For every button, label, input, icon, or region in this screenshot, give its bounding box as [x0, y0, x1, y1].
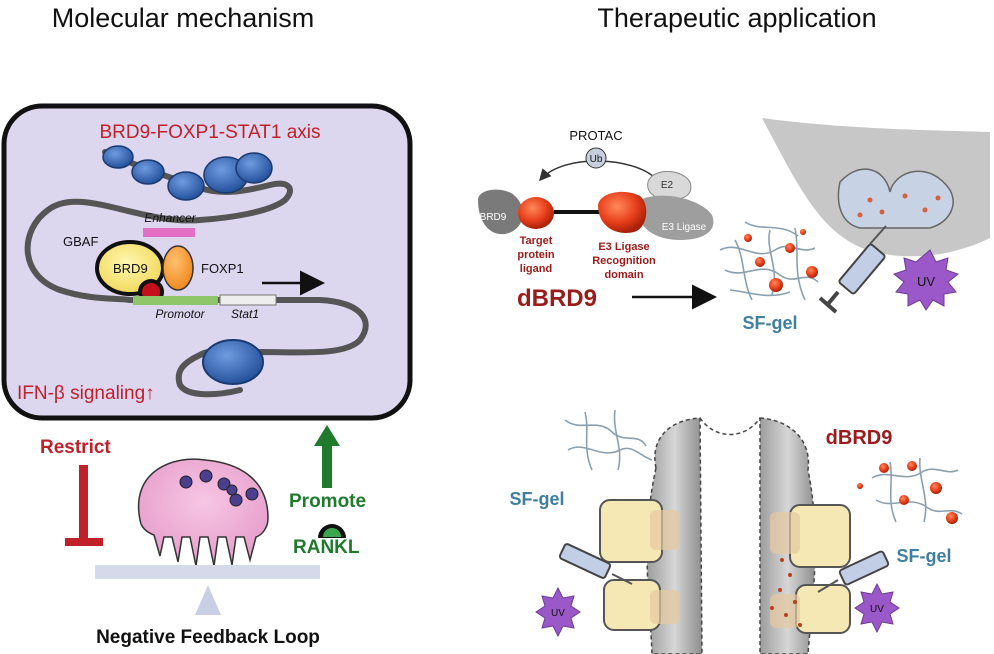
bone-segments-left	[599, 499, 680, 631]
uv-burst-bottom-right	[854, 582, 900, 634]
sf-gel-network-bottom-right	[871, 457, 963, 523]
target-ligand-ball	[518, 197, 554, 229]
e3-domain-line3: domain	[604, 269, 643, 281]
sf-gel-bottom-right-label: SF-gel	[896, 546, 951, 566]
brd9-small-label: BRD9	[480, 212, 507, 223]
osteoclast-cell	[137, 458, 269, 567]
syringe-icon-top	[818, 225, 887, 314]
enhancer-label: Enhancer	[144, 211, 196, 225]
joint-particles	[857, 193, 941, 218]
protac-label: PROTAC	[569, 128, 622, 143]
promote-label: Promote	[289, 491, 366, 512]
released-drug-particles	[770, 558, 802, 627]
target-ligand-line3: ligand	[520, 263, 552, 275]
left-heading: Molecular mechanism	[52, 3, 315, 33]
feedback-label: Negative Feedback Loop	[96, 627, 320, 648]
stat1-bar	[219, 294, 277, 306]
ifn-label: IFN-β signaling↑	[17, 383, 155, 404]
dbrd9-bottom-label: dBRD9	[826, 427, 893, 449]
promote-arrow-icon	[314, 425, 340, 488]
nucleosome-cluster	[102, 145, 273, 201]
sf-gel-bottom-left-label: SF-gel	[509, 489, 564, 509]
stat1-label: Stat1	[231, 307, 259, 321]
brd9-target-shape	[478, 189, 523, 235]
syringe-icon-bottom-right	[817, 550, 890, 593]
enhancer-bar	[143, 228, 195, 237]
uv-burst-bottom-left	[535, 586, 581, 638]
restrict-label: Restrict	[40, 437, 111, 458]
e3-ligase-shape	[640, 195, 714, 240]
e3-ligase-label: E3 Ligase	[662, 222, 707, 233]
ub-label: Ub	[590, 154, 603, 165]
brd9-label: BRD9	[113, 261, 148, 276]
uv-burst-top	[892, 249, 960, 311]
foxp1-protein	[162, 245, 194, 291]
balance-beam	[95, 565, 320, 579]
rankl-label: RANKL	[293, 537, 360, 558]
bone-segments-right	[770, 504, 851, 634]
right-heading: Therapeutic application	[597, 3, 876, 33]
syringe-icon-bottom-left	[558, 543, 633, 585]
joint-arch	[699, 417, 761, 436]
promotor-bar	[133, 296, 218, 305]
nucleosome-bottom	[202, 339, 264, 385]
ub-icon	[585, 147, 607, 169]
balance-fulcrum	[195, 585, 221, 615]
uv-label-top: UV	[917, 274, 935, 289]
gbaf-label: GBAF	[63, 234, 98, 249]
sf-gel-label: SF-gel	[742, 313, 797, 333]
sf-gel-network-bottom-left	[564, 409, 653, 471]
e3-recognition-ball	[598, 191, 647, 233]
mechanism-panel	[1, 103, 413, 421]
sf-gel-drug-particles	[744, 229, 818, 292]
e3-domain-line2: Recognition	[592, 255, 656, 267]
foxp1-label: FOXP1	[201, 261, 244, 276]
restrict-t-bar-icon	[65, 465, 103, 546]
target-ligand-line2: protein	[517, 249, 555, 261]
e2-shape	[647, 171, 692, 201]
dbrd9-label: dBRD9	[517, 285, 597, 312]
target-ligand-line1: Target	[520, 235, 553, 247]
e2-label: E2	[661, 180, 674, 191]
uv-label-bottom-right: UV	[870, 604, 884, 615]
promotor-label: Promotor	[155, 307, 205, 321]
axis-title: BRD9-FOXP1-STAT1 axis	[99, 122, 320, 143]
uv-label-bottom-left: UV	[551, 608, 565, 619]
sf-gel-particles-bottom-right	[857, 461, 958, 524]
joint-cavity	[837, 168, 954, 229]
e3-domain-line1: E3 Ligase	[598, 241, 649, 253]
